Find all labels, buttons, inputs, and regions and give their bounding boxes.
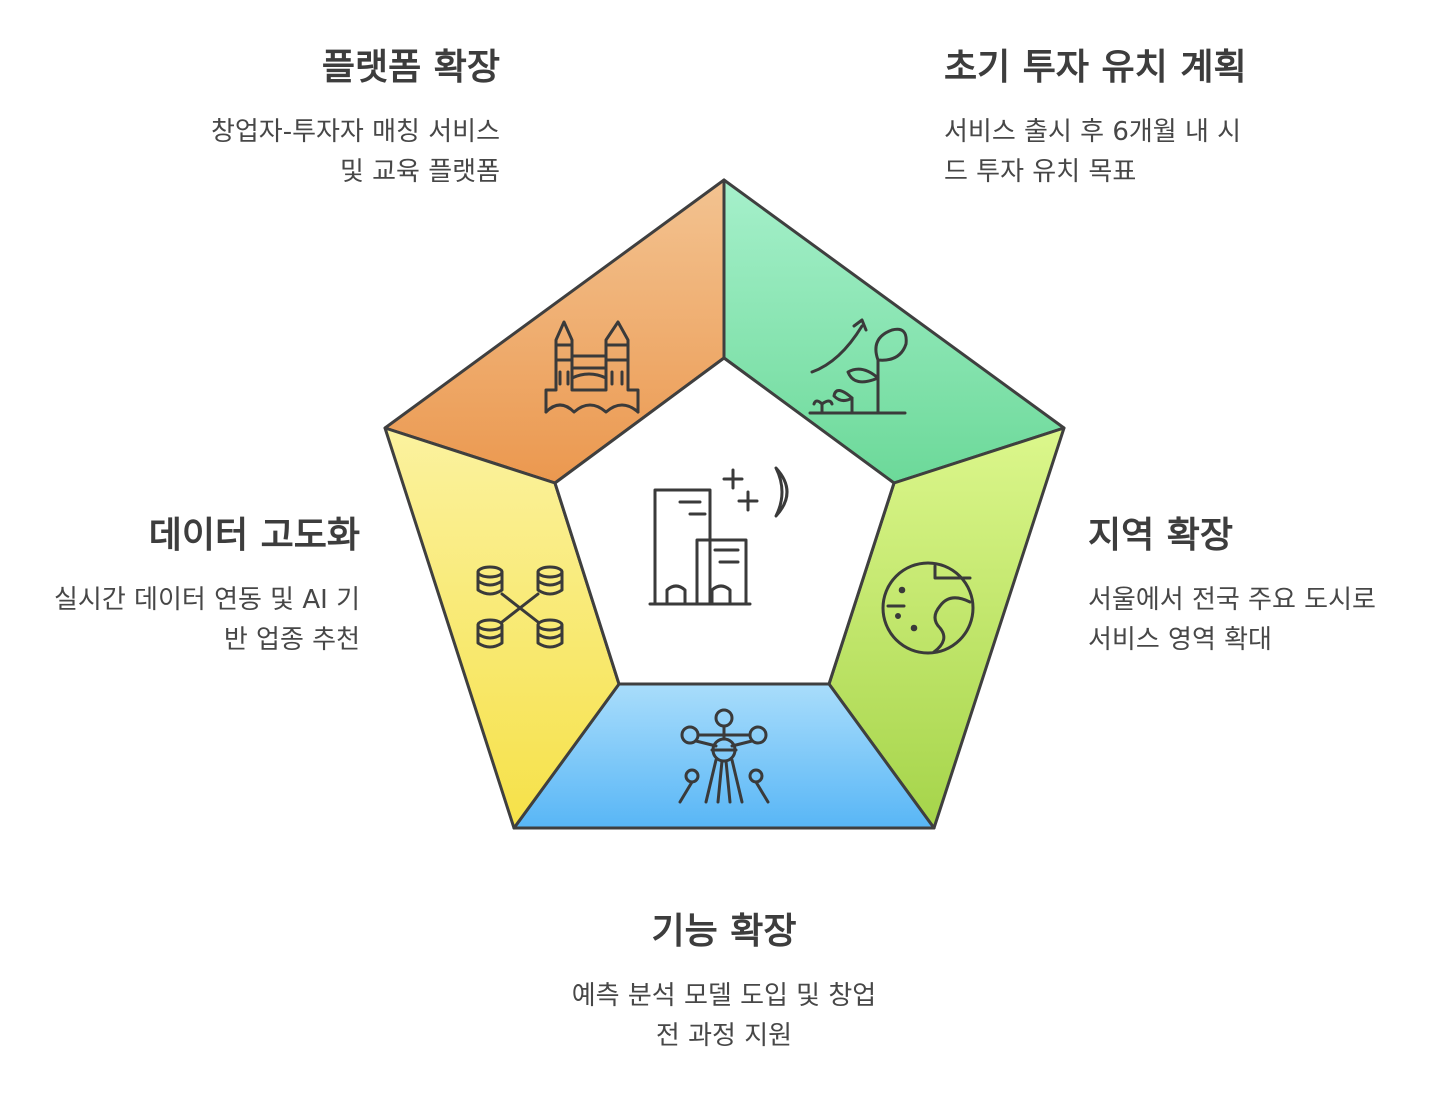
platform-title: 플랫폼 확장 <box>321 47 500 88</box>
feature-title: 기능 확장 <box>651 911 797 952</box>
platform-label: 플랫폼 확장 창업자-투자자 매칭 서비스 및 교육 플랫폼 <box>80 46 500 192</box>
investment-label: 초기 투자 유치 계획 서비스 출시 후 6개월 내 시 드 투자 유치 목표 <box>944 46 1384 192</box>
center-pentagon <box>553 356 896 686</box>
feature-description: 예측 분석 모델 도입 및 창업 전 과정 지원 <box>571 981 877 1051</box>
platform-description: 창업자-투자자 매칭 서비스 및 교육 플랫폼 <box>210 117 500 187</box>
region-label: 지역 확장 서울에서 전국 주요 도시로 서비스 영역 확대 <box>1088 514 1438 660</box>
growing-plant-icon <box>808 318 908 415</box>
data-label: 데이터 고도화 실시간 데이터 연동 및 AI 기 반 업종 추천 <box>10 514 360 660</box>
atom-structure-icon <box>678 708 770 804</box>
region-description: 서울에서 전국 주요 도시로 서비스 영역 확대 <box>1088 585 1376 655</box>
feature-label: 기능 확장 예측 분석 모델 도입 및 창업 전 과정 지원 <box>474 910 974 1056</box>
globe-map-icon <box>881 561 975 655</box>
data-title: 데이터 고도화 <box>148 515 360 556</box>
investment-description: 서비스 출시 후 6개월 내 시 드 투자 유치 목표 <box>944 117 1242 187</box>
investment-title: 초기 투자 유치 계획 <box>944 47 1247 88</box>
database-network-icon <box>476 565 564 649</box>
data-description: 실시간 데이터 연동 및 AI 기 반 업종 추천 <box>54 585 360 655</box>
region-title: 지역 확장 <box>1088 515 1234 556</box>
bridge-icon <box>544 320 640 414</box>
city-night-icon <box>648 466 789 606</box>
